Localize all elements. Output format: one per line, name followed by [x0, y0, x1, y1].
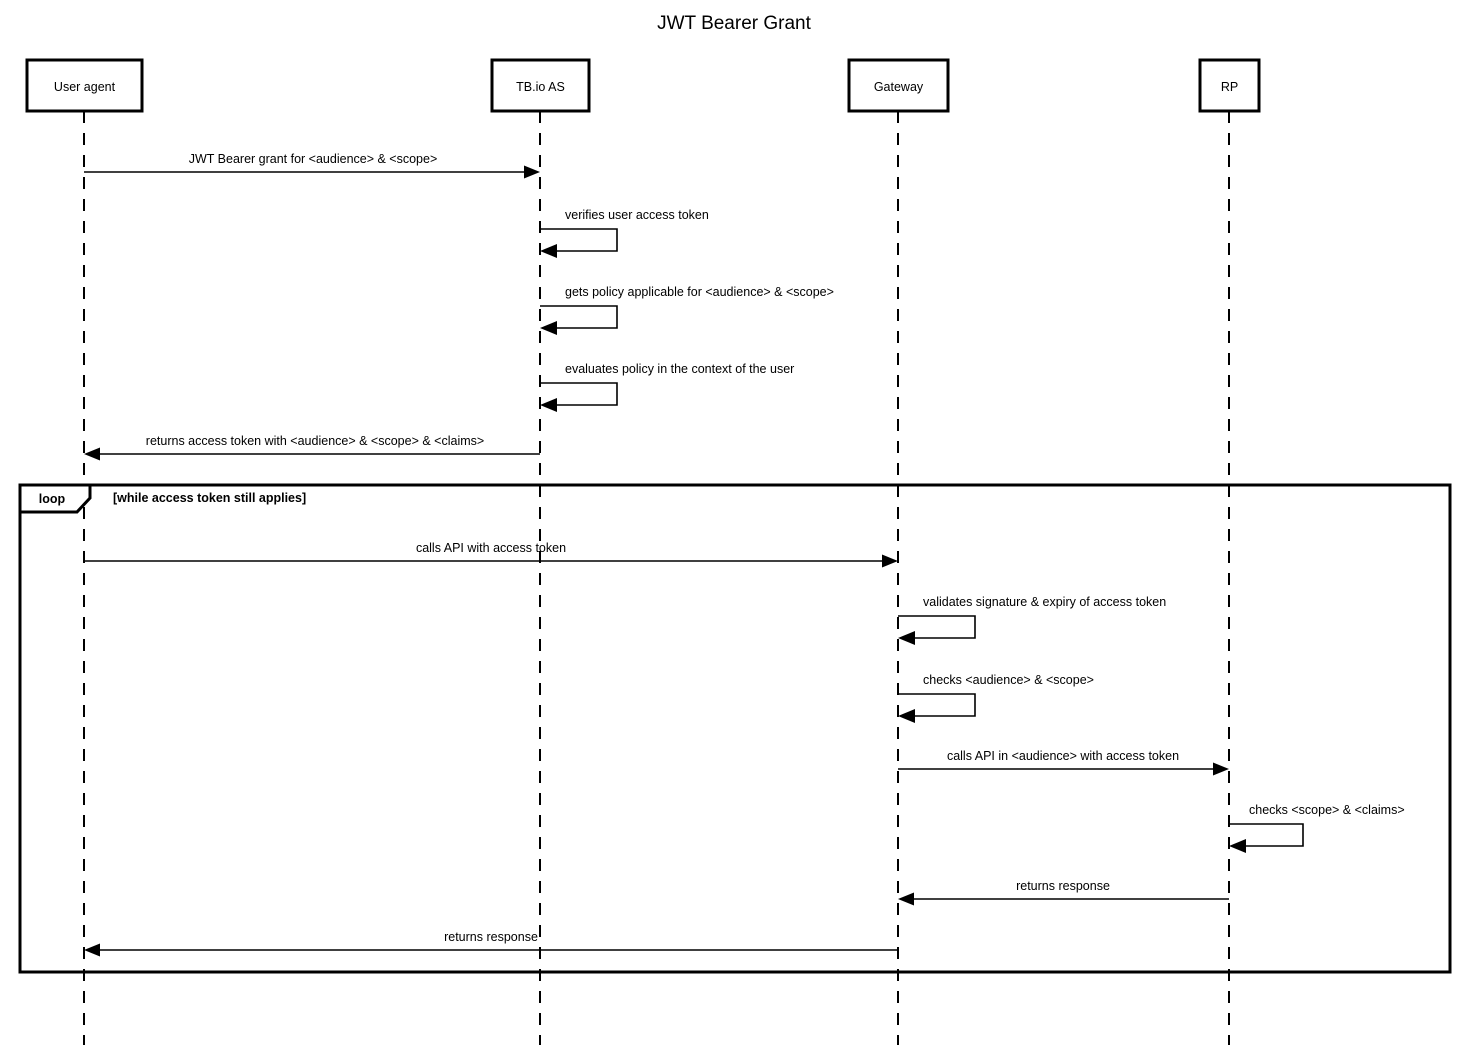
arrowhead-left-icon	[898, 631, 915, 645]
message-label-checks-audience-scope: checks <audience> & <scope>	[923, 673, 1094, 687]
arrowhead-left-icon	[84, 943, 100, 957]
message-label-checks-scope-claims: checks <scope> & <claims>	[1249, 803, 1405, 817]
selfloop-path-verifies-user-access-token	[540, 228, 618, 252]
message-returns-response-gateway: returns response	[84, 930, 898, 957]
message-label-calls-api-in-audience: calls API in <audience> with access toke…	[947, 749, 1179, 763]
message-evaluates-policy: evaluates policy in the context of the u…	[540, 362, 794, 412]
message-label-gets-policy-applicable: gets policy applicable for <audience> & …	[565, 285, 834, 299]
selfloop-path-evaluates-policy	[540, 382, 618, 406]
participant-tbio-as[interactable]: TB.io AS	[490, 58, 591, 113]
participant-label-user-agent: User agent	[54, 80, 116, 94]
participant-gateway[interactable]: Gateway	[847, 58, 950, 113]
participant-box-gateway[interactable]	[847, 58, 950, 113]
message-label-verifies-user-access-token: verifies user access token	[565, 208, 709, 222]
loop-fragment: loop [while access token still applies]	[18, 483, 1452, 974]
arrowhead-right-icon	[882, 554, 898, 568]
selfloop-path-checks-audience-scope	[898, 693, 976, 717]
participant-rp[interactable]: RP	[1198, 58, 1261, 113]
loop-frame-condition-label: [while access token still applies]	[113, 491, 306, 505]
page-title: JWT Bearer Grant	[657, 13, 812, 34]
message-label-evaluates-policy: evaluates policy in the context of the u…	[565, 362, 794, 376]
arrowhead-right-icon	[524, 165, 540, 179]
message-returns-access-token: returns access token with <audience> & <…	[84, 434, 540, 461]
arrowhead-left-icon	[540, 398, 557, 412]
message-verifies-user-access-token: verifies user access token	[540, 208, 709, 258]
message-calls-api-in-audience: calls API in <audience> with access toke…	[898, 749, 1229, 776]
message-calls-api-with-access-token: calls API with access token	[84, 541, 898, 568]
participant-box-user-agent[interactable]	[25, 58, 144, 113]
message-label-validates-signature-expiry: validates signature & expiry of access t…	[923, 595, 1166, 609]
loop-frame-border	[18, 483, 1452, 974]
message-label-calls-api-with-access-token: calls API with access token	[416, 541, 566, 555]
participant-label-gateway: Gateway	[874, 80, 924, 94]
arrowhead-left-icon	[1229, 839, 1246, 853]
message-checks-audience-scope: checks <audience> & <scope>	[898, 673, 1094, 723]
message-jwt-bearer-grant: JWT Bearer grant for <audience> & <scope…	[84, 152, 540, 179]
message-gets-policy-applicable: gets policy applicable for <audience> & …	[540, 285, 834, 335]
loop-frame-tag-shape	[18, 483, 92, 514]
arrowhead-left-icon	[540, 321, 557, 335]
participant-box-rp[interactable]	[1198, 58, 1261, 113]
message-label-returns-response-rp: returns response	[1016, 879, 1110, 893]
arrowhead-right-icon	[1213, 762, 1229, 776]
arrowhead-left-icon	[898, 709, 915, 723]
participant-user-agent[interactable]: User agent	[25, 58, 144, 113]
loop-frame-tag-label: loop	[39, 492, 66, 506]
message-label-jwt-bearer-grant: JWT Bearer grant for <audience> & <scope…	[189, 152, 438, 166]
selfloop-path-gets-policy-applicable	[540, 305, 618, 329]
participant-box-tbio-as[interactable]	[490, 58, 591, 113]
arrowhead-left-icon	[540, 244, 557, 258]
participant-label-rp: RP	[1221, 80, 1238, 94]
message-label-returns-access-token: returns access token with <audience> & <…	[146, 434, 484, 448]
selfloop-path-checks-scope-claims	[1229, 823, 1304, 847]
arrowhead-left-icon	[898, 892, 914, 906]
message-validates-signature-expiry: validates signature & expiry of access t…	[898, 595, 1166, 645]
lifelines-group	[83, 111, 1230, 1045]
message-returns-response-rp: returns response	[898, 879, 1229, 906]
message-checks-scope-claims: checks <scope> & <claims>	[1229, 803, 1405, 853]
arrowhead-left-icon	[84, 447, 100, 461]
message-label-returns-response-gateway: returns response	[444, 930, 538, 944]
selfloop-path-validates-signature-expiry	[898, 615, 976, 639]
participant-label-tbio-as: TB.io AS	[516, 80, 565, 94]
